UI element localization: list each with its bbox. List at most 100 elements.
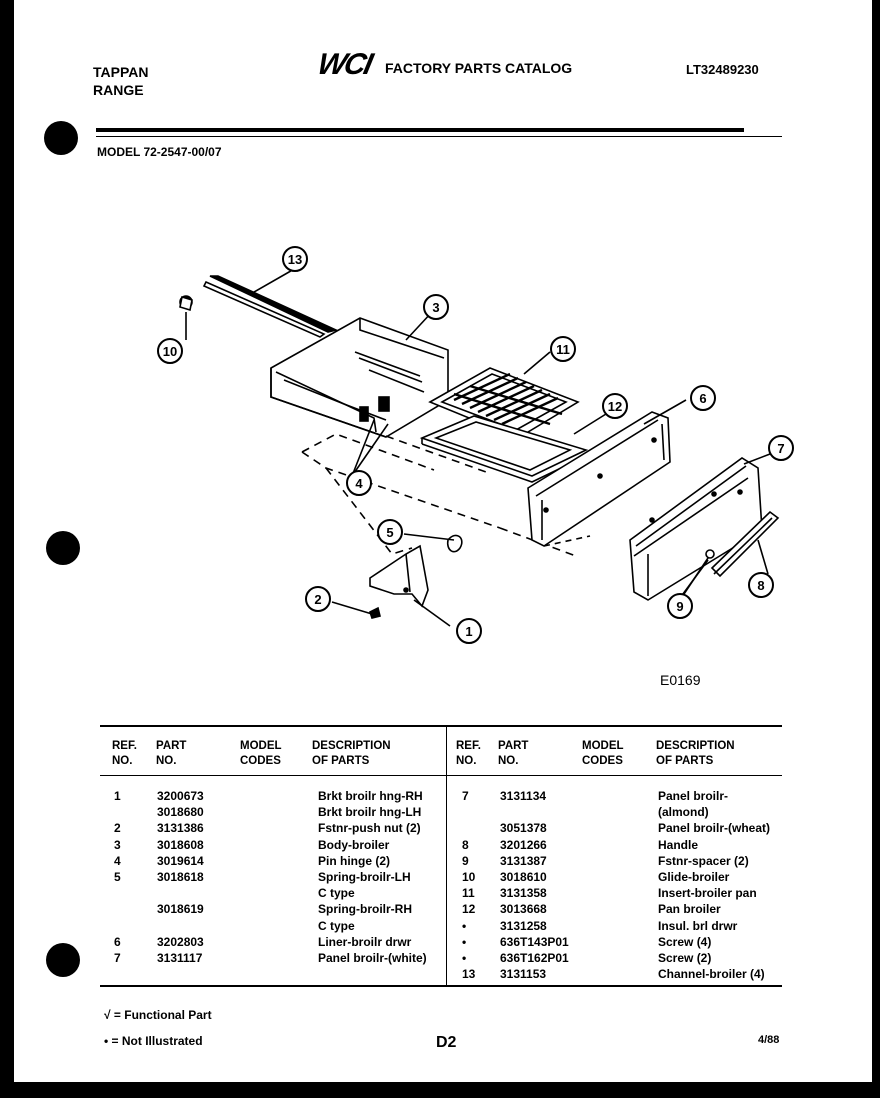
row-description: Brkt broilr hng-RH [318,789,423,803]
row-description: Liner-broilr drwr [318,934,412,949]
row-ref-no: 10 [462,870,476,884]
header-model-codes-right: MODEL CODES [582,740,624,767]
row-ref-no: 3 [114,837,121,852]
callout-1: 1 [465,624,472,639]
callout-12: 12 [608,399,622,414]
model-number: MODEL 72-2547-00/07 [97,145,222,159]
part-handle [710,510,780,578]
row-part-no: 3018618 [157,870,204,884]
row-part-no: 3013668 [500,902,547,917]
row-ref-no: 4 [114,853,121,868]
header-description-right: DESCRIPTION OF PARTS [656,740,735,767]
row-description: Panel broilr- [658,789,729,803]
catalog-title: FACTORY PARTS CATALOG [385,60,573,76]
row-ref-no: • [462,934,467,949]
row-ref-no: • [462,951,467,965]
callout-3: 3 [432,300,439,315]
part-spring-broiler [446,534,463,553]
callout-13: 13 [288,252,302,267]
row-description: Pin hinge (2) [318,853,390,868]
row-part-no: 636T162P01 [500,951,569,965]
row-part-no: 3131134 [500,789,547,803]
row-description: Fstnr-push nut (2) [318,821,421,836]
row-description: Screw (2) [658,951,712,965]
header-part-no-left: PART NO. [156,740,187,767]
diagram-code: E0169 [660,672,701,688]
header-model-codes-left: MODEL CODES [240,740,282,767]
row-part-no: 3202803 [157,934,204,949]
row-description: Fstnr-spacer (2) [658,853,749,868]
row-description: Brkt broilr hng-LH [318,805,422,820]
row-description: Channel-broiler (4) [658,967,765,982]
page-number: D2 [436,1034,457,1051]
row-ref-no: 7 [462,789,469,803]
row-description: Glide-broiler [658,870,730,884]
row-description: (almond) [658,805,709,820]
brand-line-2: RANGE [93,82,144,98]
row-description: Insul. brl drwr [658,918,738,933]
binder-hole-top [44,121,78,155]
row-part-no: 3201266 [500,837,547,852]
row-description: Spring-broilr-RH [318,902,412,917]
callout-9: 9 [676,599,683,614]
header-rule-thick [96,128,744,132]
header-ref-no-left: REF. NO. [112,740,137,767]
header-rule-thin [96,136,782,137]
row-part-no: 3051378 [500,821,547,836]
row-ref-no: 12 [462,902,476,917]
part-channel-broiler [202,275,339,338]
row-part-no: 3018610 [500,870,547,884]
row-part-no: 3019614 [157,853,204,868]
row-ref-no: 9 [462,853,469,868]
row-description: Pan broiler [658,902,721,917]
binder-hole-bottom [46,943,80,977]
row-part-no: 3131117 [157,951,203,965]
row-part-no: 3018608 [157,837,204,852]
catalog-sheet: TAPPAN RANGE WCI FACTORY PARTS CATALOG L… [14,0,872,1082]
part-broiler-hinge-bracket [369,544,429,608]
row-description: Panel broilr-(white) [318,951,427,965]
row-ref-no: 2 [114,821,121,836]
callout-2: 2 [314,592,321,607]
row-description: Screw (4) [658,934,712,949]
table-center-divider [446,726,447,986]
callout-7: 7 [777,441,784,456]
part-push-nut [369,606,381,619]
row-part-no: 3131153 [500,967,547,982]
row-description: Spring-broilr-LH [318,870,411,884]
row-ref-no: 7 [114,951,121,965]
row-ref-no: 5 [114,870,121,884]
row-part-no: 3131258 [500,918,547,933]
callout-8: 8 [757,578,764,593]
row-description: Panel broilr-(wheat) [658,821,771,836]
callout-4: 4 [355,476,363,491]
row-ref-no: • [462,918,467,933]
exploded-parts-diagram: 13 10 3 11 12 6 7 8 9 4 5 2 1 [157,246,794,644]
table-header-rule [100,775,782,776]
part-panel-broiler [629,457,763,601]
legend-functional-part: √ = Functional Part [104,1008,212,1022]
legend-not-illustrated: • = Not Illustrated [104,1034,203,1048]
row-part-no: 3131386 [157,821,204,836]
table-top-rule [100,725,782,727]
revision-date: 4/88 [758,1034,780,1046]
row-part-no: 3131358 [500,886,547,901]
brand-line-1: TAPPAN [93,64,149,80]
row-part-no: 3131387 [500,853,547,868]
catalog-number: LT32489230 [686,62,759,77]
row-description: Insert-broiler pan [658,886,757,901]
row-description: C type [318,918,355,933]
binder-hole-middle [46,531,80,565]
part-pan-broiler [419,415,589,483]
callout-6: 6 [699,391,706,406]
row-part-no: 3018619 [157,902,204,917]
row-ref-no: 8 [462,837,469,852]
part-glide-broiler [179,295,193,312]
header-description-left: DESCRIPTION OF PARTS [312,740,391,767]
callout-10: 10 [163,344,177,359]
row-ref-no: 11 [462,886,475,901]
table-bottom-rule [100,985,782,987]
header-ref-no-right: REF. NO. [456,740,481,767]
callout-5: 5 [386,525,393,540]
